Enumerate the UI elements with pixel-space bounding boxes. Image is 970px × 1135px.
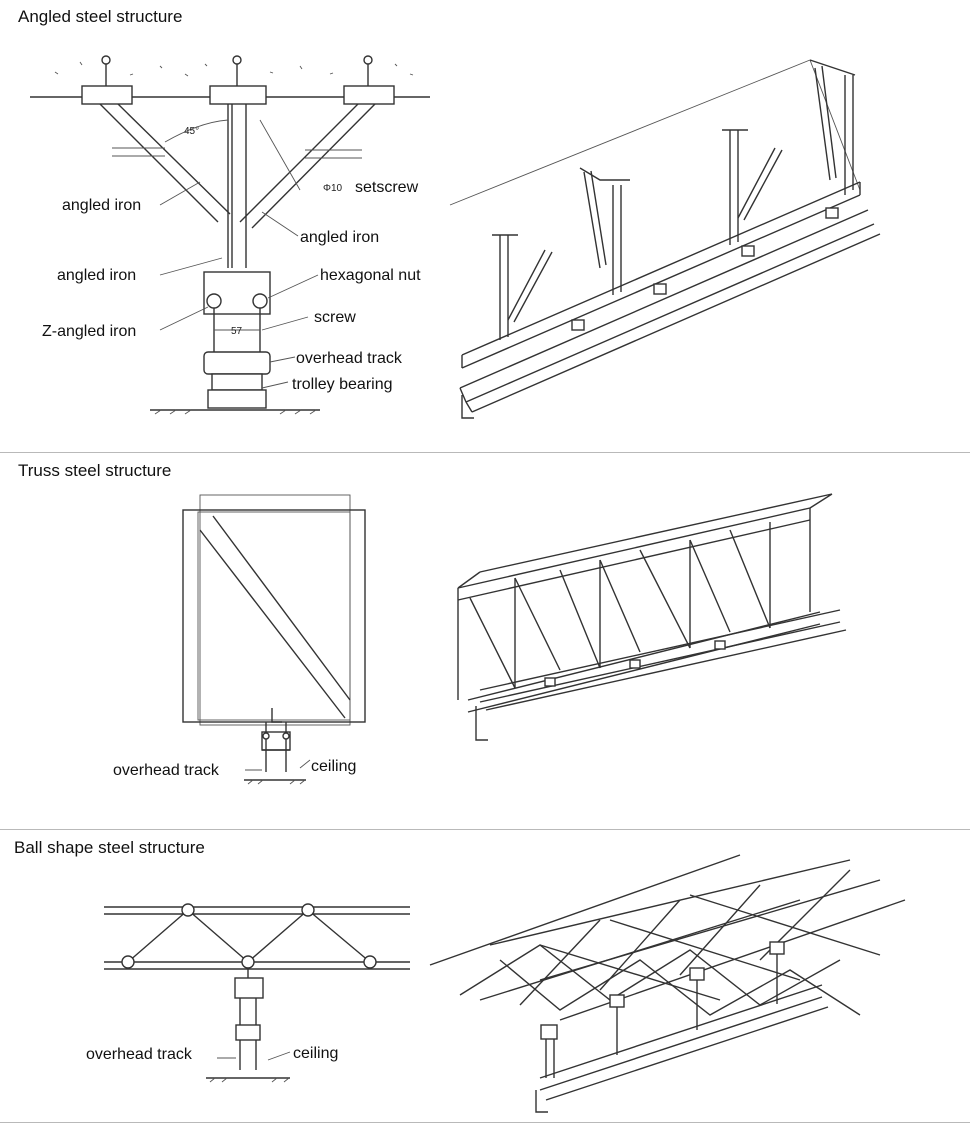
width-dimension: 57 [231,326,243,337]
track-clamp [544,640,726,687]
hanger-frame [492,59,856,340]
diameter-dimension: Φ10 [323,183,343,194]
truss-front-view: overhead track ceiling [113,494,366,785]
label-angled-iron: angled iron [300,229,379,246]
truss-frame [182,509,366,723]
section-title-truss: Truss steel structure [18,461,172,480]
angled-iron-brace [99,103,376,268]
label-trolley-bearing: trolley bearing [292,376,393,393]
anchor-bolt [101,55,373,92]
hexagonal-nut-part [206,293,222,309]
hexagonal-nut-part [252,293,268,309]
angled-isometric-view [449,59,881,419]
overhead-track-rail [539,984,829,1101]
overhead-track-rail [479,609,847,711]
concrete-hatch [54,61,414,77]
section-divider [0,829,970,830]
label-setscrew: setscrew [355,179,419,196]
label-overhead-track: overhead track [296,350,403,367]
track-rail-part [207,389,267,409]
support-beam [461,181,861,369]
track-clamp [571,207,839,331]
label-ceiling: ceiling [311,758,356,775]
label-angled-iron: angled iron [62,197,141,214]
mounting-plate [343,85,395,105]
label-angled-iron: angled iron [57,267,136,284]
mounting-plate [209,85,267,105]
truss-girder [457,493,833,713]
section-divider [0,452,970,453]
angled-front-view: 45° Φ10 57 [30,55,430,415]
ball-joint [121,903,377,969]
truss-diagonal [199,515,351,719]
leader-lines [159,119,319,389]
section-title-angled: Angled steel structure [18,7,183,26]
mounting-plate [81,85,133,105]
bottom-chord [104,961,410,970]
label-ceiling: ceiling [293,1045,338,1062]
angle-dimension: 45° [184,126,199,137]
label-z-angled-iron: Z-angled iron [42,323,136,340]
overhead-track-part [203,351,271,375]
ceiling-edge [449,59,811,206]
label-screw: screw [314,309,356,326]
trolley-part [211,373,263,391]
truss-isometric-view [457,493,847,741]
truss-web [127,909,371,963]
label-overhead-track: overhead track [113,762,220,779]
top-chord [104,906,410,915]
space-frame [429,854,906,1021]
label-overhead-track: overhead track [86,1046,193,1063]
ball-isometric-view [429,854,906,1113]
overhead-track-part [235,1024,261,1041]
label-hexagonal-nut: hexagonal nut [320,267,421,284]
ball-front-view: overhead track ceiling [86,903,410,1083]
overhead-track-rail [459,209,881,413]
connector-block [234,977,264,999]
section-divider [0,1122,970,1123]
section-title-ball: Ball shape steel structure [14,838,205,857]
